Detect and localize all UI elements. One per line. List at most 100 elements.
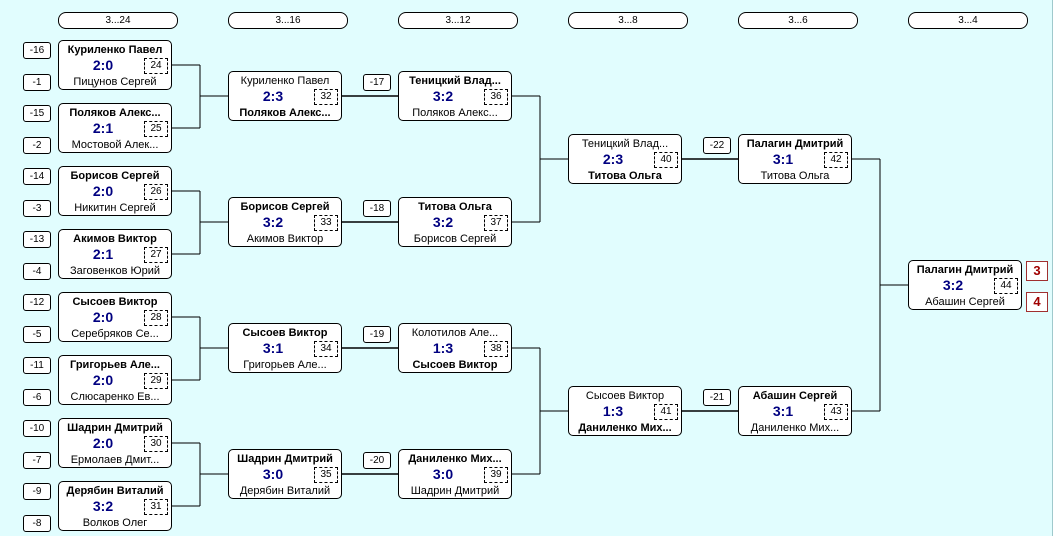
player-bottom[interactable]: Слюсаренко Ев... [70,391,160,403]
player-bottom[interactable]: Волков Олег [82,517,148,529]
player-bottom[interactable]: Титова Ольга [588,170,662,182]
player-top[interactable]: Борисов Сергей [70,170,160,182]
player-top[interactable]: Шадрин Дмитрий [237,453,333,465]
match-score: 2:0 [92,309,114,325]
round-header-3[interactable]: 3...8 [568,12,688,29]
player-bottom[interactable]: Григорьев Але... [243,359,327,371]
seed-badge: -3 [23,200,51,217]
player-top[interactable]: Куриленко Павел [240,75,330,87]
match-number: 36 [484,89,508,105]
player-bottom[interactable]: Поляков Алекс... [412,107,498,119]
seed-badge: -9 [23,483,51,500]
match-number: 37 [484,215,508,231]
player-top[interactable]: Теницкий Влад... [409,75,501,87]
round-header-4[interactable]: 3...6 [738,12,858,29]
match-number: 35 [314,467,338,483]
match-number: 30 [144,436,168,452]
round-header-0[interactable]: 3...24 [58,12,178,29]
player-bottom[interactable]: Борисов Сергей [413,233,497,245]
player-top[interactable]: Титова Ольга [418,201,492,213]
player-top[interactable]: Даниленко Мих... [408,453,502,465]
player-bottom[interactable]: Ермолаев Дмит... [70,454,160,466]
seed-badge: -22 [703,137,731,154]
match-score: 2:0 [92,57,114,73]
player-top[interactable]: Сысоев Виктор [242,327,328,339]
match-number: 25 [144,121,168,137]
player-top[interactable]: Куриленко Павел [67,44,163,56]
match-number: 26 [144,184,168,200]
player-bottom[interactable]: Никитин Сергей [74,202,156,214]
match-number: 28 [144,310,168,326]
match-score: 2:0 [92,435,114,451]
match-number: 24 [144,58,168,74]
player-bottom[interactable]: Мостовой Алек... [71,139,159,151]
seed-badge: -11 [23,357,51,374]
round-header-1[interactable]: 3...16 [228,12,348,29]
player-bottom[interactable]: Шадрин Дмитрий [410,485,500,497]
seed-badge: -18 [363,200,391,217]
player-top[interactable]: Григорьев Але... [70,359,160,371]
player-top[interactable]: Палагин Дмитрий [916,264,1014,276]
match-number: 44 [994,278,1018,294]
seed-badge: -1 [23,74,51,91]
match-number: 33 [314,215,338,231]
player-bottom[interactable]: Поляков Алекс... [239,107,331,119]
seed-badge: -8 [23,515,51,532]
match-score: 3:2 [262,214,284,230]
seed-badge: -10 [23,420,51,437]
player-top[interactable]: Дерябин Виталий [66,485,164,497]
match-score: 3:2 [432,88,454,104]
player-top[interactable]: Колотилов Але... [411,327,499,339]
player-bottom[interactable]: Даниленко Мих... [578,422,672,434]
player-bottom[interactable]: Акимов Виктор [246,233,324,245]
player-bottom[interactable]: Заговенков Юрий [69,265,161,277]
match-number: 42 [824,152,848,168]
seed-badge: -15 [23,105,51,122]
round-header-5[interactable]: 3...4 [908,12,1028,29]
player-bottom[interactable]: Дерябин Виталий [239,485,331,497]
player-bottom[interactable]: Серебряков Се... [71,328,159,340]
player-bottom[interactable]: Титова Ольга [760,170,830,182]
player-bottom[interactable]: Даниленко Мих... [750,422,840,434]
seed-badge: -21 [703,389,731,406]
player-top[interactable]: Палагин Дмитрий [746,138,844,150]
player-top[interactable]: Теницкий Влад... [581,138,669,150]
player-top[interactable]: Акимов Виктор [73,233,157,245]
player-bottom[interactable]: Пицунов Сергей [73,76,157,88]
player-top[interactable]: Поляков Алекс... [69,107,161,119]
player-top[interactable]: Борисов Сергей [240,201,330,213]
match-number: 38 [484,341,508,357]
match-score: 3:0 [262,466,284,482]
player-top[interactable]: Сысоев Виктор [72,296,158,308]
round-header-2[interactable]: 3...12 [398,12,518,29]
seed-badge: -13 [23,231,51,248]
player-top[interactable]: Шадрин Дмитрий [67,422,163,434]
match-score: 1:3 [432,340,454,356]
player-top[interactable]: Абашин Сергей [752,390,838,402]
player-top[interactable]: Сысоев Виктор [585,390,665,402]
player-bottom[interactable]: Абашин Сергей [925,296,1005,308]
player-bottom[interactable]: Сысоев Виктор [412,359,498,371]
